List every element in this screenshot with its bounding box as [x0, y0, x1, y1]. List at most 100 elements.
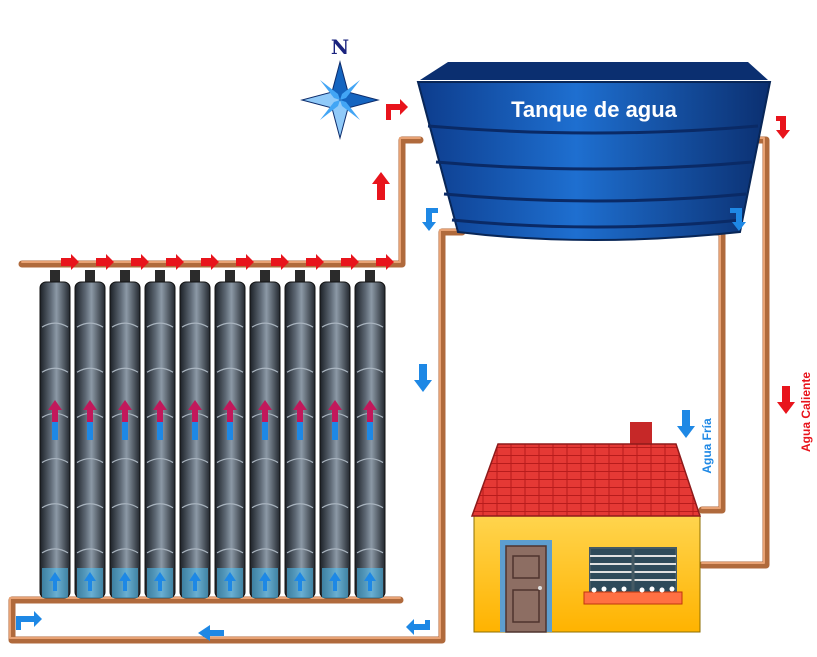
bottle-joint — [356, 548, 384, 554]
bottle-joint — [216, 457, 244, 464]
bottle-column — [74, 270, 106, 599]
elbow-arrow-icon — [16, 611, 42, 630]
compass-rose-icon: N — [300, 35, 380, 140]
right-arrow-icon — [236, 254, 254, 270]
up-arrow-icon — [364, 572, 376, 591]
tube-cold — [367, 420, 373, 440]
bottle-joint — [356, 322, 384, 328]
bottle-joint — [76, 457, 104, 464]
tube-cold — [122, 420, 128, 440]
house-roof — [470, 443, 702, 517]
bottle-joint — [111, 503, 139, 509]
elbow-arrow-icon — [422, 208, 438, 231]
up-arrow-icon — [118, 400, 132, 422]
up-arrow-icon — [293, 400, 307, 422]
bottle-column — [39, 270, 71, 599]
right-arrow-icon — [131, 254, 149, 270]
bottle-joint — [321, 322, 349, 328]
up-arrow-icon — [224, 572, 236, 591]
right-arrow-icon — [201, 254, 219, 270]
bottle-joint — [321, 367, 349, 373]
bottle-column — [144, 270, 176, 599]
bottle-joint — [146, 322, 174, 328]
chimney — [630, 422, 652, 448]
bottle-joint — [76, 548, 104, 554]
up-arrow-icon — [223, 400, 237, 422]
up-arrow-icon — [48, 400, 62, 422]
up-arrow-icon — [153, 400, 167, 422]
tube-cold — [227, 420, 233, 440]
bottle-joint — [146, 457, 174, 464]
bottle-column — [249, 270, 281, 599]
bottle-joint — [251, 548, 279, 554]
flow-arrows — [16, 99, 795, 641]
house — [470, 422, 702, 633]
elbow-arrow-icon — [776, 116, 790, 139]
bottle-joint — [216, 503, 244, 509]
bottle-joint — [286, 503, 314, 509]
bottle-joint — [146, 503, 174, 509]
bottle-cap — [50, 270, 60, 282]
down-arrow-icon — [677, 410, 695, 438]
bottle-column — [354, 270, 386, 599]
tube-cold — [87, 420, 93, 440]
bottle-cap — [85, 270, 95, 282]
bottle-column — [179, 270, 211, 599]
tube-cold — [192, 420, 198, 440]
bottle-joint — [286, 322, 314, 328]
bottle-joint — [76, 503, 104, 509]
bottle-joint — [356, 367, 384, 373]
tube-cold — [52, 420, 58, 440]
bottle-cap — [155, 270, 165, 282]
cold-water-label: Agua Fría — [700, 418, 714, 474]
bottle-joint — [356, 457, 384, 464]
up-arrow-icon — [189, 572, 201, 591]
bottle-joint — [251, 503, 279, 509]
tank-label: Tanque de agua — [511, 97, 678, 122]
bottle-joint — [111, 322, 139, 328]
bottle-joint — [216, 548, 244, 554]
bottle-joint — [76, 322, 104, 328]
bottle-column — [214, 270, 246, 599]
bottle-cap — [330, 270, 340, 282]
up-arrow-icon — [372, 172, 390, 200]
up-arrow-icon — [294, 572, 306, 591]
up-arrow-icon — [188, 400, 202, 422]
tube-cold — [262, 420, 268, 440]
bottle-joint — [41, 322, 69, 328]
bottle-cap — [190, 270, 200, 282]
up-arrow-icon — [154, 572, 166, 591]
up-arrow-icon — [328, 400, 342, 422]
right-arrow-icon — [376, 254, 394, 270]
down-arrow-icon — [414, 364, 432, 392]
bottle-cap — [365, 270, 375, 282]
bottle-joint — [251, 457, 279, 464]
tube-cold — [157, 420, 163, 440]
up-arrow-icon — [84, 572, 96, 591]
bottle-joint — [321, 548, 349, 554]
right-arrow-icon — [271, 254, 289, 270]
bottle-cap — [225, 270, 235, 282]
bottle-joint — [251, 367, 279, 373]
right-arrow-icon — [61, 254, 79, 270]
bottle-joint — [286, 457, 314, 464]
bottle-column — [109, 270, 141, 599]
bottle-joint — [356, 503, 384, 509]
bottle-joint — [181, 457, 209, 464]
left-arrow-icon — [198, 625, 224, 641]
bottle-cap — [260, 270, 270, 282]
bottle-joint — [41, 548, 69, 554]
bottle-joint — [41, 503, 69, 509]
up-arrow-icon — [259, 572, 271, 591]
north-label: N — [331, 35, 349, 59]
right-arrow-icon — [96, 254, 114, 270]
elbow-arrow-icon — [730, 208, 746, 231]
bottle-joint — [146, 367, 174, 373]
right-arrow-icon — [166, 254, 184, 270]
bottle-column — [284, 270, 316, 599]
bottle-collector — [39, 254, 394, 599]
bottle-joint — [181, 503, 209, 509]
bottle-joint — [321, 457, 349, 464]
up-arrow-icon — [258, 400, 272, 422]
